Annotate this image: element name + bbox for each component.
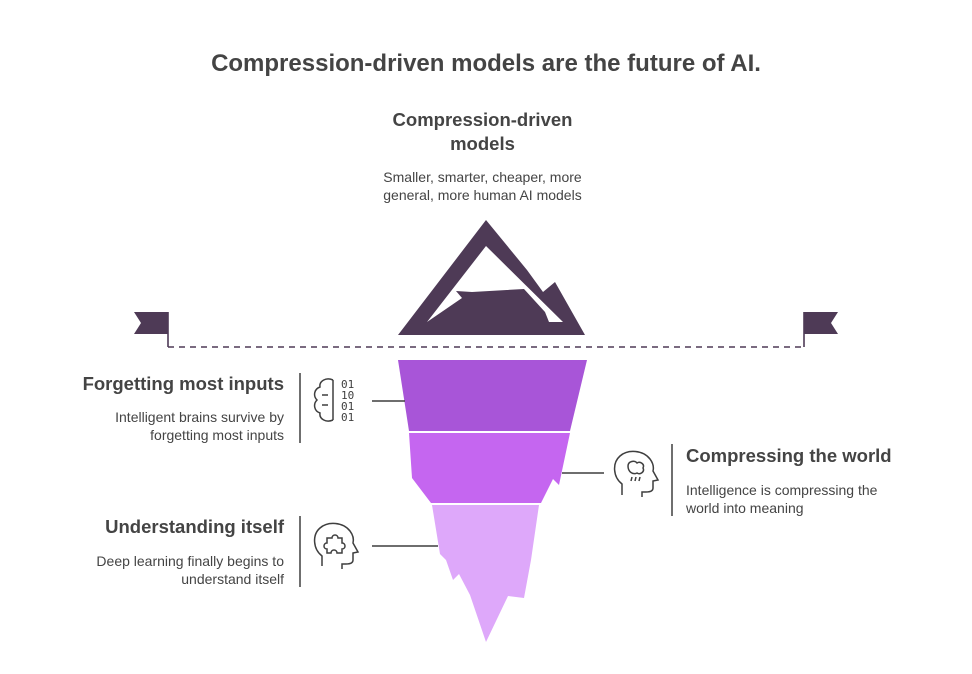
- svg-text:10: 10: [341, 389, 354, 402]
- layer-compressing: [409, 433, 570, 503]
- flag-icon: [134, 312, 168, 334]
- puzzle-head-icon: [313, 522, 360, 569]
- binary-brain-icon: 01 10 01 01: [313, 378, 354, 424]
- thinking-head-icon: [613, 450, 660, 497]
- layer-title-forgetting: Forgetting most inputs: [82, 373, 284, 394]
- svg-text:01: 01: [341, 378, 354, 391]
- svg-text:01: 01: [341, 411, 354, 424]
- peak-title: Compression-driven models: [392, 109, 573, 154]
- flag-icon: [804, 312, 838, 334]
- layer-forgetting: [398, 360, 587, 431]
- layer-description-compressing: Intelligence is compressing the world in…: [686, 482, 878, 516]
- layer-title-compressing: Compressing the world: [686, 445, 892, 466]
- peak-description: Smaller, smarter, cheaper, more general,…: [383, 169, 582, 203]
- mountain-peak: [398, 220, 585, 335]
- layer-title-understanding: Understanding itself: [105, 516, 284, 537]
- layer-description-forgetting: Intelligent brains survive by forgetting…: [115, 409, 284, 443]
- layer-understanding: [432, 505, 539, 642]
- svg-text:01: 01: [341, 400, 354, 413]
- layer-description-understanding: Deep learning finally begins to understa…: [96, 553, 284, 587]
- page-title: Compression-driven models are the future…: [211, 50, 761, 77]
